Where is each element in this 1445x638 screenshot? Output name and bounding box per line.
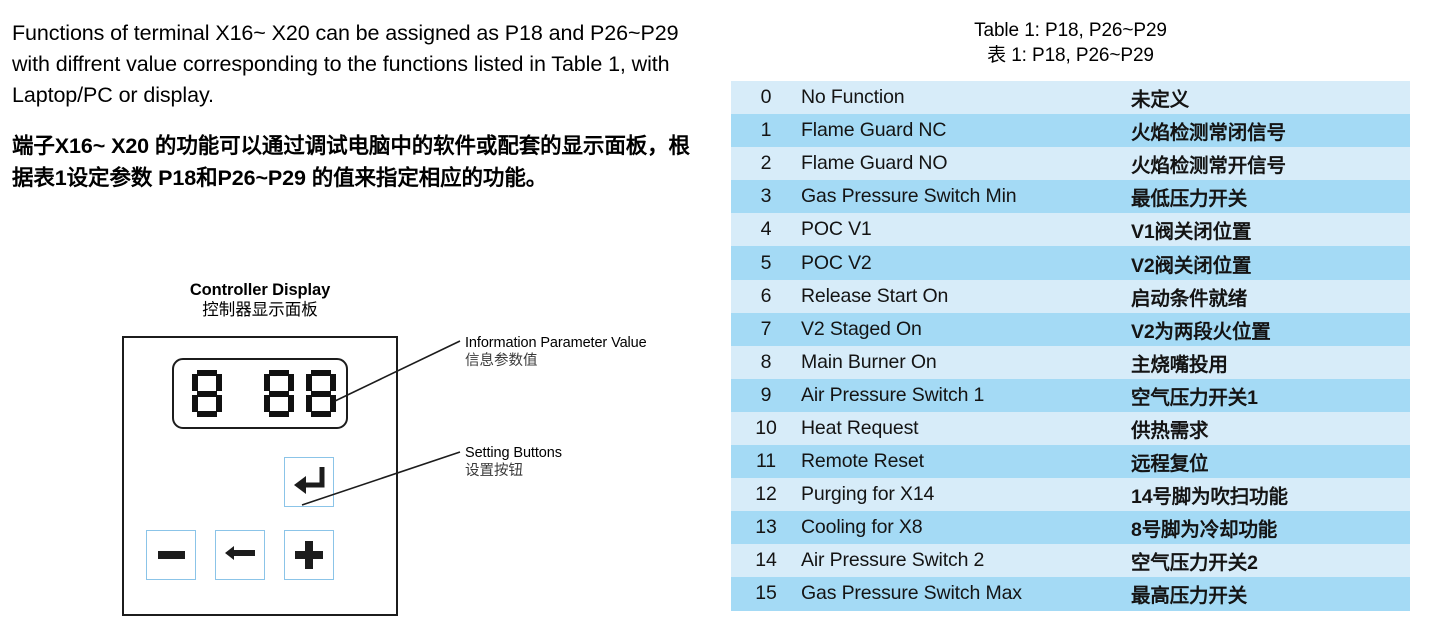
diagram-title: Controller Display 控制器显示面板: [122, 281, 398, 321]
callout-buttons-chinese: 设置按钮: [465, 463, 523, 479]
digit-3-icon: [306, 370, 336, 417]
cell-function-english: Gas Pressure Switch Min: [801, 180, 1131, 214]
cell-value: 4: [731, 213, 801, 247]
cell-function-english: Air Pressure Switch 2: [801, 544, 1131, 578]
table-caption-chinese: 表 1: P18, P26~P29: [987, 45, 1154, 66]
cell-value: 5: [731, 246, 801, 280]
cell-function-english: Gas Pressure Switch Max: [801, 577, 1131, 611]
cell-function-chinese: 最低压力开关: [1131, 180, 1410, 214]
cell-function-chinese: 8号脚为冷却功能: [1131, 511, 1410, 545]
function-table-section: Table 1: P18, P26~P29 表 1: P18, P26~P29 …: [731, 18, 1410, 611]
controller-panel: [122, 336, 398, 616]
intro-paragraph-english: Functions of terminal X16~ X20 can be as…: [12, 21, 679, 107]
cell-function-chinese: 主烧嘴投用: [1131, 345, 1410, 379]
cell-value: 11: [731, 445, 801, 479]
cell-function-english: Flame Guard NC: [801, 114, 1131, 148]
minus-button[interactable]: [146, 530, 196, 580]
enter-arrow-icon: [292, 465, 326, 500]
cell-function-english: Main Burner On: [801, 345, 1131, 379]
plus-icon: [295, 541, 323, 569]
intro-text-block: Functions of terminal X16~ X20 can be as…: [12, 18, 712, 194]
cell-function-chinese: 14号脚为吹扫功能: [1131, 478, 1410, 512]
cell-value: 14: [731, 544, 801, 578]
cell-function-chinese: 空气压力开关1: [1131, 378, 1410, 412]
cell-function-chinese: 火焰检测常开信号: [1131, 147, 1410, 181]
cell-function-chinese: V2阀关闭位置: [1131, 246, 1410, 280]
cell-value: 8: [731, 345, 801, 379]
cell-function-chinese: 远程复位: [1131, 445, 1410, 479]
cell-function-chinese: V2为两段火位置: [1131, 312, 1410, 346]
intro-paragraph-chinese: 端子X16~ X20 的功能可以通过调试电脑中的软件或配套的显示面板，根据表1设…: [12, 134, 690, 190]
cell-function-chinese: 最高压力开关: [1131, 577, 1410, 611]
cell-function-english: V2 Staged On: [801, 312, 1131, 346]
cell-function-chinese: 供热需求: [1131, 411, 1410, 446]
controller-display-diagram: Controller Display 控制器显示面板: [0, 240, 720, 638]
cell-function-english: POC V1: [801, 213, 1131, 247]
cell-function-chinese: 火焰检测常闭信号: [1131, 114, 1410, 148]
cell-function-english: Remote Reset: [801, 445, 1131, 479]
minus-icon: [157, 551, 185, 559]
display-digits: [174, 360, 346, 427]
cell-value: 1: [731, 114, 801, 148]
callout-buttons-english: Setting Buttons: [465, 445, 562, 461]
cell-value: 12: [731, 478, 801, 512]
cell-function-chinese: 未定义: [1131, 81, 1410, 115]
left-arrow-button[interactable]: [215, 530, 265, 580]
table-caption-english: Table 1: P18, P26~P29: [974, 20, 1167, 41]
cell-value: 6: [731, 279, 801, 313]
callout-setting-buttons: Setting Buttons 设置按钮: [465, 445, 562, 481]
callout-information-parameter-value: Information Parameter Value 信息参数值: [465, 335, 647, 371]
seven-segment-display: [172, 358, 348, 429]
digit-2-icon: [264, 370, 294, 417]
cell-function-english: POC V2: [801, 246, 1131, 280]
cell-value: 3: [731, 180, 801, 214]
plus-button[interactable]: [284, 530, 334, 580]
callout-info-chinese: 信息参数值: [465, 353, 538, 369]
cell-value: 9: [731, 378, 801, 412]
cell-function-english: Release Start On: [801, 279, 1131, 313]
cell-value: 15: [731, 577, 801, 611]
cell-function-english: Purging for X14: [801, 478, 1131, 512]
cell-value: 7: [731, 312, 801, 346]
cell-function-chinese: V1阀关闭位置: [1131, 213, 1410, 247]
enter-button[interactable]: [284, 457, 334, 507]
cell-value: 10: [731, 411, 801, 446]
diagram-title-english: Controller Display: [189, 281, 331, 299]
digit-1-icon: [192, 370, 222, 417]
diagram-title-chinese: 控制器显示面板: [202, 301, 318, 319]
cell-function-english: Heat Request: [801, 411, 1131, 446]
cell-function-english: Cooling for X8: [801, 511, 1131, 545]
callout-info-english: Information Parameter Value: [465, 335, 647, 351]
cell-function-chinese: 启动条件就绪: [1131, 279, 1410, 313]
cell-value: 2: [731, 147, 801, 181]
cell-function-chinese: 空气压力开关2: [1131, 544, 1410, 578]
cell-function-english: Flame Guard NO: [801, 147, 1131, 181]
cell-value: 0: [731, 81, 801, 115]
cell-function-english: No Function: [801, 81, 1131, 115]
left-arrow-icon: [224, 542, 256, 569]
cell-function-english: Air Pressure Switch 1: [801, 378, 1131, 412]
cell-value: 13: [731, 511, 801, 545]
table-caption: Table 1: P18, P26~P29 表 1: P18, P26~P29: [731, 18, 1410, 68]
